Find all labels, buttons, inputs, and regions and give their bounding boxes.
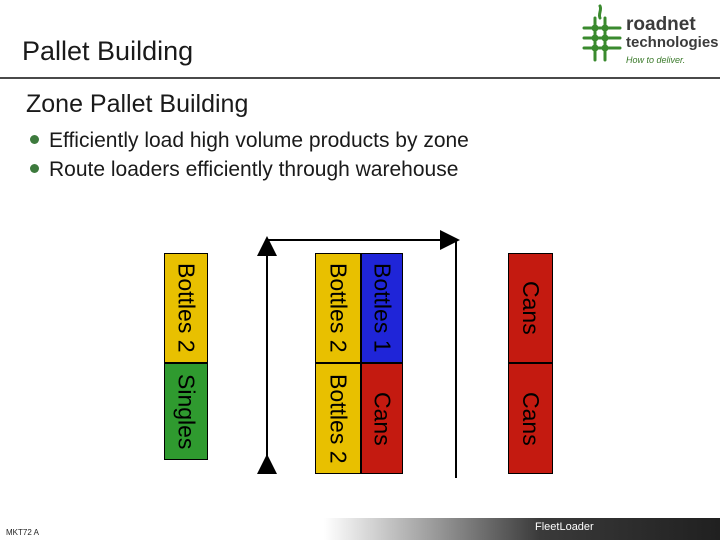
pallet-label: Cans xyxy=(518,281,544,335)
bullet-item: Efficiently load high volume products by… xyxy=(30,126,469,155)
pallet-col4-bottom: Cans xyxy=(508,363,553,474)
title-rule xyxy=(0,77,720,79)
company-logo: roadnet technologies How to deliver. xyxy=(578,2,719,70)
pallet-col2-bottom: Bottles 2 xyxy=(315,363,361,474)
logo-name-line1: roadnet xyxy=(626,14,696,35)
slide-title: Pallet Building xyxy=(22,36,194,66)
logo-name-line2: technologies xyxy=(626,34,719,51)
pallet-col4-top: Cans xyxy=(508,253,553,363)
bullet-dot-icon xyxy=(30,163,39,173)
logo-tagline: How to deliver. xyxy=(626,55,686,65)
pallet-col3-top: Bottles 1 xyxy=(361,253,403,363)
footer-brand: FleetLoader xyxy=(535,521,594,533)
bullet-text: Efficiently load high volume products by… xyxy=(49,129,469,152)
pallet-label: Cans xyxy=(518,391,544,446)
pallet-label: Bottles 2 xyxy=(173,263,200,353)
pallet-col1-top: Bottles 2 xyxy=(164,253,208,363)
pallet-label: Bottles 2 xyxy=(325,373,352,464)
footer-bar xyxy=(0,518,720,540)
footer-code: MKT72 A xyxy=(6,528,39,537)
pallet-col2-top: Bottles 2 xyxy=(315,253,361,363)
pallet-col3-bottom: Cans xyxy=(361,363,403,474)
pallet-label: Singles xyxy=(173,373,200,450)
section-subtitle: Zone Pallet Building xyxy=(26,90,249,118)
pallet-label: Cans xyxy=(369,391,396,446)
bullet-item: Route loaders efficiently through wareho… xyxy=(30,155,469,184)
pallet-label: Bottles 2 xyxy=(325,263,352,353)
roadnet-grid-logo-icon xyxy=(582,4,622,62)
bullet-text: Route loaders efficiently through wareho… xyxy=(49,158,459,181)
bullet-list: Efficiently load high volume products by… xyxy=(30,126,469,184)
bullet-dot-icon xyxy=(30,134,39,144)
pallet-label: Bottles 1 xyxy=(369,263,396,353)
pallet-col1-bottom: Singles xyxy=(164,363,208,460)
